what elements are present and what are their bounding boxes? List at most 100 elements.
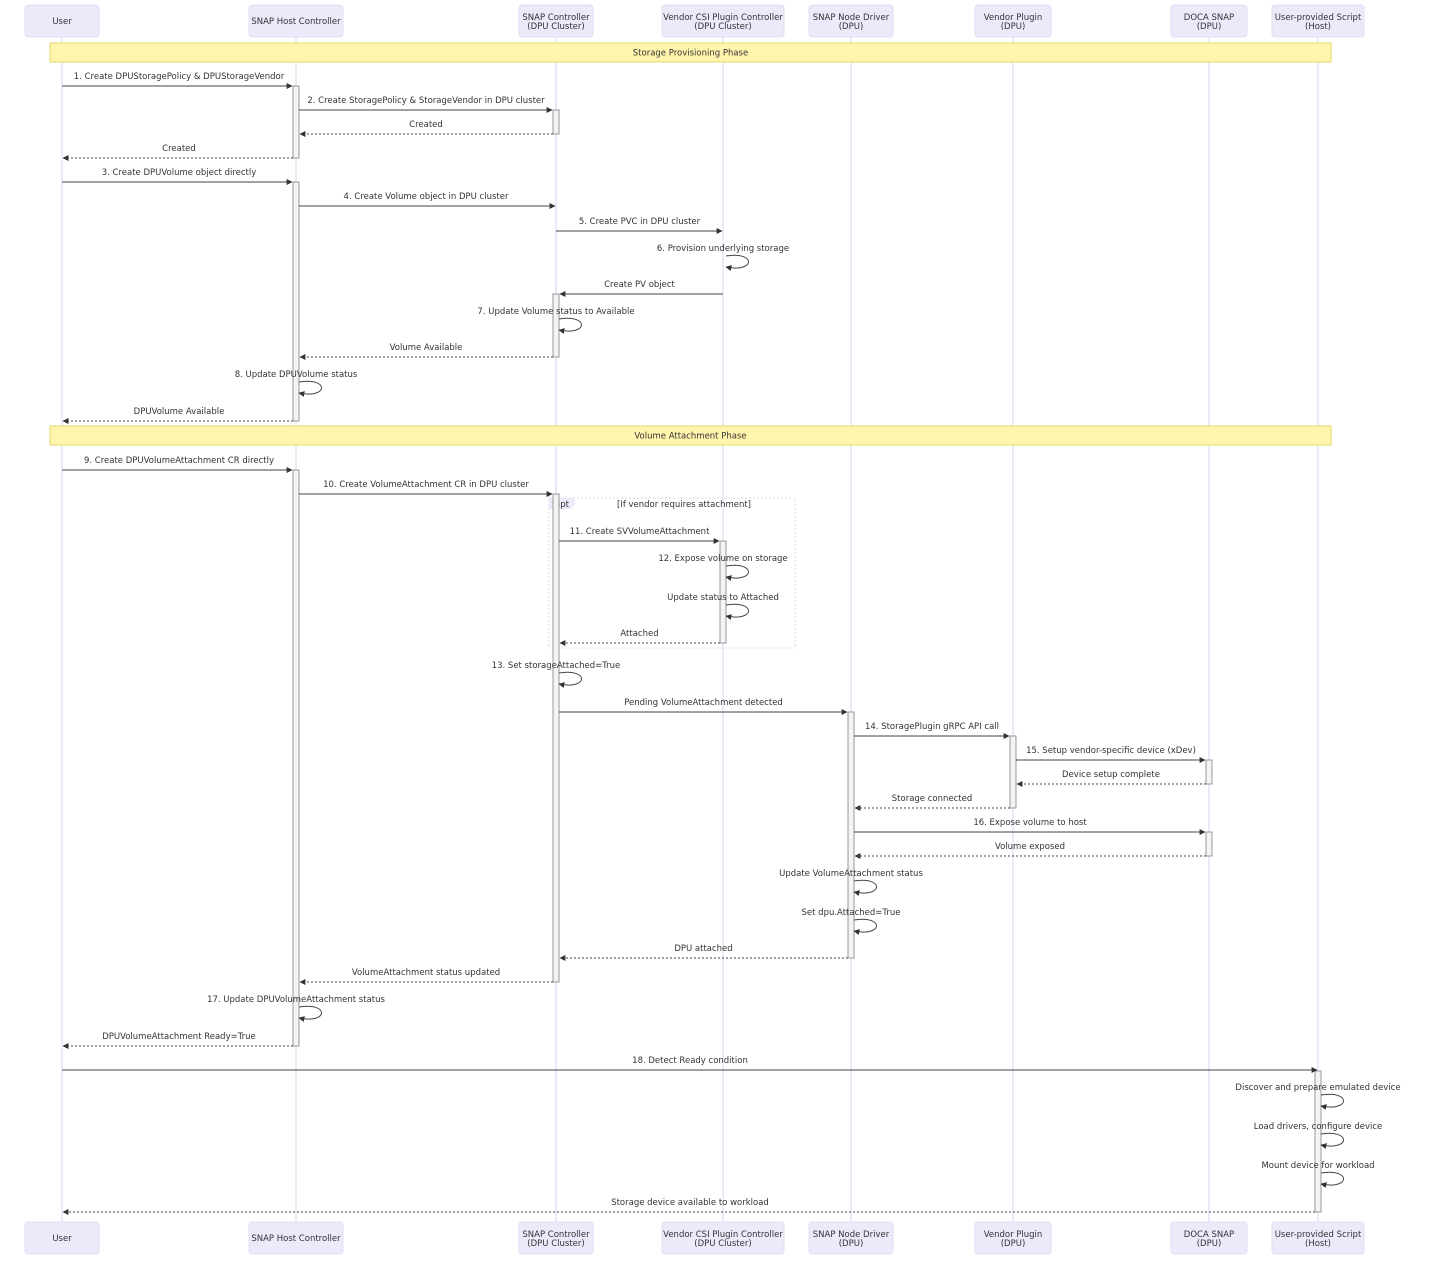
actor-snapctl-top: SNAP Controller(DPU Cluster) [518, 4, 594, 38]
actor-csi-bottom: Vendor CSI Plugin Controller(DPU Cluster… [661, 1221, 785, 1255]
actor-label: SNAP Host Controller [251, 1234, 341, 1244]
actor-box [248, 4, 344, 38]
message-35: Discover and prepare emulated device [1235, 1083, 1401, 1110]
actor-box [1271, 4, 1365, 38]
message-30: DPU attached [559, 944, 848, 961]
actor-box [24, 4, 100, 38]
activation-vplugin [1009, 735, 1017, 809]
self-arrow [853, 879, 877, 896]
message-4: Created [62, 144, 293, 161]
actor-user-top: User [24, 4, 100, 38]
actor-label: User [52, 1234, 72, 1244]
actor-label: User-provided Script [1275, 1230, 1362, 1240]
actor-label: Vendor Plugin [984, 13, 1043, 23]
message-2: 2. Create StoragePolicy & StorageVendor … [299, 96, 553, 113]
message-20: 13. Set storageAttached=True [492, 661, 620, 688]
actor-label: (DPU) [1001, 22, 1026, 32]
actor-label: SNAP Controller [522, 1230, 590, 1240]
message-32: 17. Update DPUVolumeAttachment status [207, 995, 385, 1022]
activation-host [292, 85, 300, 159]
actor-label: (DPU Cluster) [694, 22, 751, 32]
message-label: 8. Update DPUVolume status [235, 370, 358, 380]
actor-box [1170, 4, 1248, 38]
actor-label: User [52, 17, 72, 27]
message-1: 1. Create DPUStoragePolicy & DPUStorageV… [62, 72, 293, 89]
activation-snapctl [552, 109, 560, 135]
phase-box [49, 42, 1332, 63]
actor-box [808, 1221, 894, 1255]
message-5: 3. Create DPUVolume object directly [62, 168, 293, 185]
actor-label: (DPU Cluster) [527, 1239, 584, 1249]
phase-box [49, 425, 1332, 446]
activation-bars [292, 85, 1322, 1213]
message-label: Volume exposed [995, 842, 1065, 852]
message-34: 18. Detect Ready condition [62, 1056, 1318, 1073]
self-arrow [725, 254, 749, 271]
self-arrow [558, 671, 582, 688]
actor-box [24, 1221, 100, 1255]
message-label: 3. Create DPUVolume object directly [102, 168, 257, 178]
message-22: 14. StoragePlugin gRPC API call [854, 722, 1010, 739]
activation-snapctl [552, 293, 560, 358]
actor-box [248, 1221, 344, 1255]
message-8: 6. Provision underlying storage [657, 244, 789, 271]
message-28: Update VolumeAttachment status [779, 869, 923, 896]
opt-tag: opt [555, 500, 570, 510]
actor-label: (DPU) [1001, 1239, 1026, 1249]
actor-label: (DPU) [839, 1239, 864, 1249]
self-arrow [298, 1005, 322, 1022]
actor-box [1271, 1221, 1365, 1255]
message-label: 12. Expose volume on storage [658, 554, 787, 564]
activation-doca [1205, 759, 1213, 785]
message-label: Set dpu.Attached=True [802, 908, 901, 918]
message-3: Created [299, 120, 553, 137]
message-24: Device setup complete [1016, 770, 1206, 787]
message-9: Create PV object [559, 280, 723, 297]
self-arrow [853, 918, 877, 935]
message-label: Mount device for workload [1261, 1161, 1374, 1171]
actor-label: (DPU Cluster) [527, 22, 584, 32]
message-6: 4. Create Volume object in DPU cluster [299, 192, 556, 209]
actor-label: (DPU) [1197, 22, 1222, 32]
message-16: 11. Create SVVolumeAttachment [559, 527, 720, 544]
message-label: Create PV object [604, 280, 675, 290]
message-17: 12. Expose volume on storage [658, 554, 788, 581]
message-31: VolumeAttachment status updated [299, 968, 553, 985]
message-38: Storage device available to workload [62, 1198, 1315, 1215]
message-label: Update VolumeAttachment status [779, 869, 923, 879]
message-label: Storage device available to workload [611, 1198, 769, 1208]
message-label: Attached [620, 629, 658, 639]
actor-label: Vendor CSI Plugin Controller [663, 1230, 783, 1240]
self-arrow [1320, 1171, 1344, 1188]
actor-label: SNAP Node Driver [813, 13, 890, 23]
message-label: Volume Available [390, 343, 463, 353]
lifelines [61, 37, 1319, 1222]
message-10: 7. Update Volume status to Available [477, 307, 635, 334]
message-11: Volume Available [299, 343, 553, 360]
actor-host-bottom: SNAP Host Controller [248, 1221, 344, 1255]
self-arrow [558, 317, 582, 334]
actor-user-bottom: User [24, 1221, 100, 1255]
actor-box [974, 1221, 1052, 1255]
self-arrow [725, 564, 749, 581]
opt-frame [548, 497, 796, 649]
actor-label: SNAP Controller [522, 13, 590, 23]
actor-host-top: SNAP Host Controller [248, 4, 344, 38]
message-label: Load drivers, configure device [1254, 1122, 1383, 1132]
message-label: 10. Create VolumeAttachment CR in DPU cl… [323, 480, 529, 490]
message-label: Device setup complete [1062, 770, 1160, 780]
actor-doca-top: DOCA SNAP(DPU) [1170, 4, 1248, 38]
actor-label: (DPU Cluster) [694, 1239, 751, 1249]
actor-box [1170, 1221, 1248, 1255]
message-label: DPU attached [674, 944, 732, 954]
actor-label: DOCA SNAP [1184, 13, 1234, 23]
message-label: 6. Provision underlying storage [657, 244, 789, 254]
message-label: 2. Create StoragePolicy & StorageVendor … [307, 96, 545, 106]
message-label: DPUVolume Available [134, 407, 225, 417]
message-7: 5. Create PVC in DPU cluster [556, 217, 723, 234]
message-label: DPUVolumeAttachment Ready=True [102, 1032, 256, 1042]
message-label: 18. Detect Ready condition [632, 1056, 748, 1066]
